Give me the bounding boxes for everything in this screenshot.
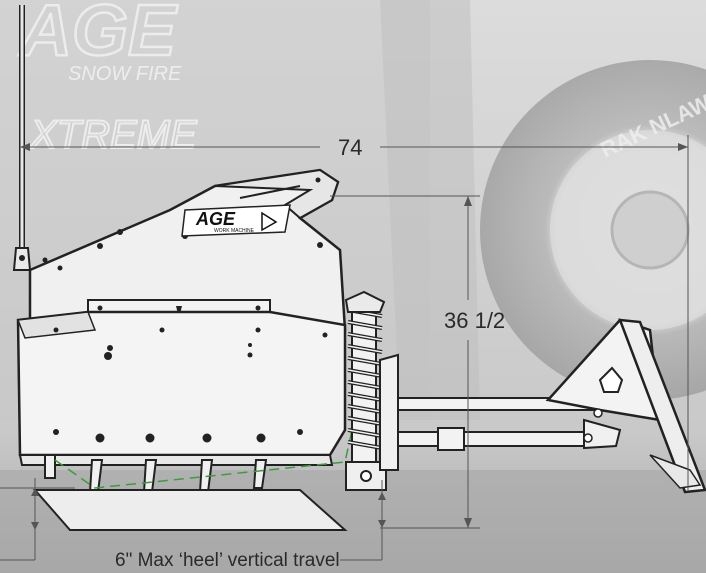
logo-decal: AGE WORK MACHINE [181,204,291,237]
logo-text: AGE [195,209,236,229]
housing-bolts [42,177,323,271]
heel-travel-label: 6" Max ‘heel’ vertical travel [115,550,340,571]
watermark-extreme: XTREME [29,113,198,157]
logo-subtext: WORK MACHINE [214,228,255,234]
heel-travel-dimension: 6" Max ‘heel’ vertical travel [0,478,386,571]
push-frame [379,318,706,494]
moldboard-bolts [53,327,328,443]
height-dimension: 36 1/2 [330,195,505,529]
watermark-subtitle: SNOW FIRE [68,63,182,85]
width-dimension: 74 [20,135,689,490]
width-dimension-label: 74 [338,135,362,160]
vehicle-pillar [380,0,480,420]
heel-travel-path [54,429,353,489]
height-dimension-label: 36 1/2 [444,308,505,333]
antenna [12,5,32,271]
moldboard [16,310,347,466]
trip-spring [344,290,387,491]
background-hub [610,190,690,270]
cutting-edge [32,454,348,531]
watermark-brand: AGE [18,0,178,71]
